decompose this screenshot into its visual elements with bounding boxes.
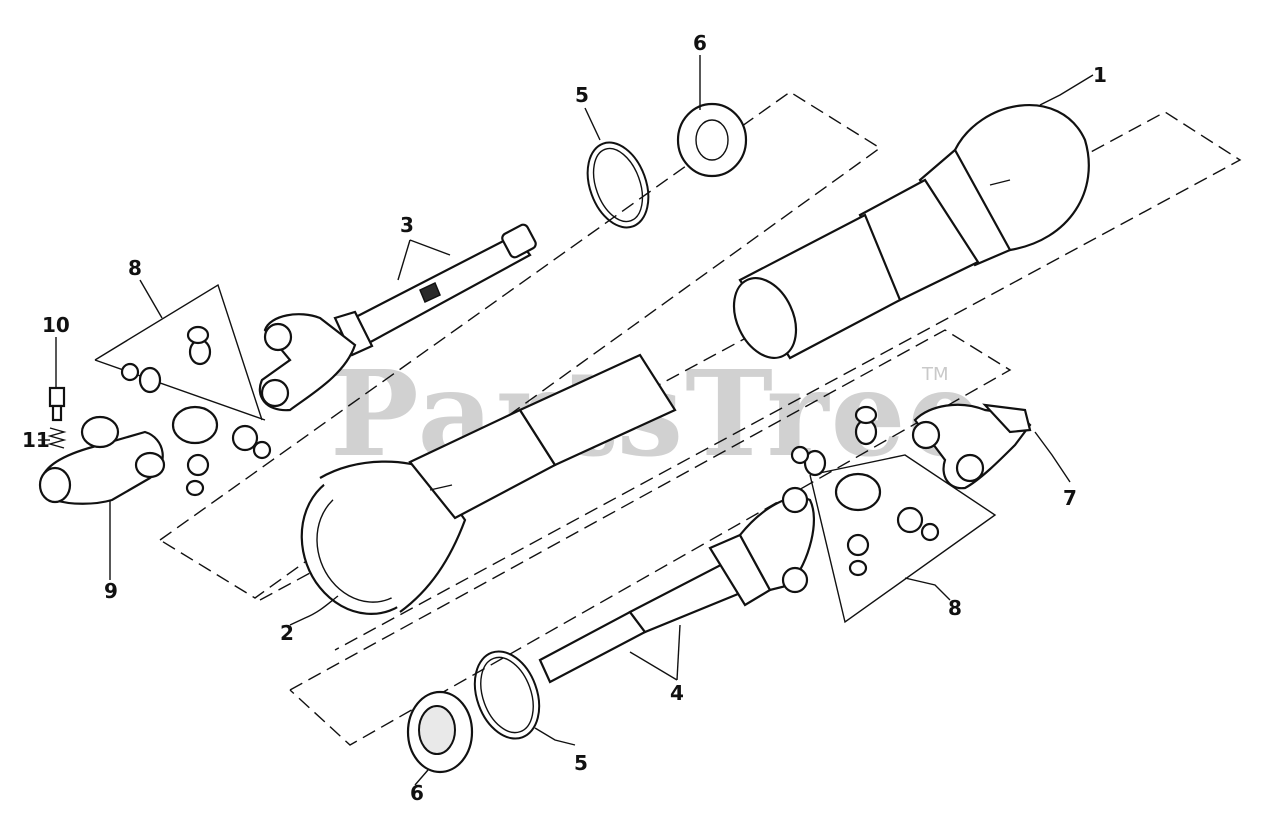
outer-guard-1 xyxy=(732,104,1090,360)
alignment-lines xyxy=(159,91,1242,746)
callout-labels: 1 2 3 4 5 5 6 6 7 8 8 9 10 11 xyxy=(22,31,1107,805)
snap-ring-5-lower xyxy=(473,650,541,740)
callout-11: 11 xyxy=(22,428,50,452)
callout-8-left: 8 xyxy=(128,256,142,280)
end-yoke-9 xyxy=(38,415,166,505)
inner-shaft-3 xyxy=(258,223,537,412)
callout-6-lower: 6 xyxy=(410,781,424,805)
callout-9: 9 xyxy=(104,579,118,603)
leader-lines xyxy=(38,55,1094,786)
yoke-7 xyxy=(911,403,1032,490)
outer-guard-2 xyxy=(300,353,677,616)
callout-8-right: 8 xyxy=(948,596,962,620)
spring-11 xyxy=(47,427,67,449)
callout-10: 10 xyxy=(42,313,70,337)
u-joint-kit-8-left xyxy=(94,283,272,497)
callout-3: 3 xyxy=(400,213,414,237)
callout-2: 2 xyxy=(280,621,294,645)
u-joint-kit-8-right xyxy=(790,405,997,624)
callout-5-lower: 5 xyxy=(574,751,588,775)
watermark-trademark: TM xyxy=(921,364,949,385)
grease-fitting-10 xyxy=(48,386,66,422)
inner-shaft-4 xyxy=(538,486,815,684)
callout-6-upper: 6 xyxy=(693,31,707,55)
callout-4: 4 xyxy=(670,681,684,705)
callout-7: 7 xyxy=(1063,486,1077,510)
callout-5-upper: 5 xyxy=(575,83,589,107)
snap-ring-5-upper xyxy=(586,141,650,229)
bearing-ring-6-lower xyxy=(406,690,474,774)
callout-1: 1 xyxy=(1093,63,1107,87)
bearing-ring-6-upper xyxy=(676,102,748,178)
